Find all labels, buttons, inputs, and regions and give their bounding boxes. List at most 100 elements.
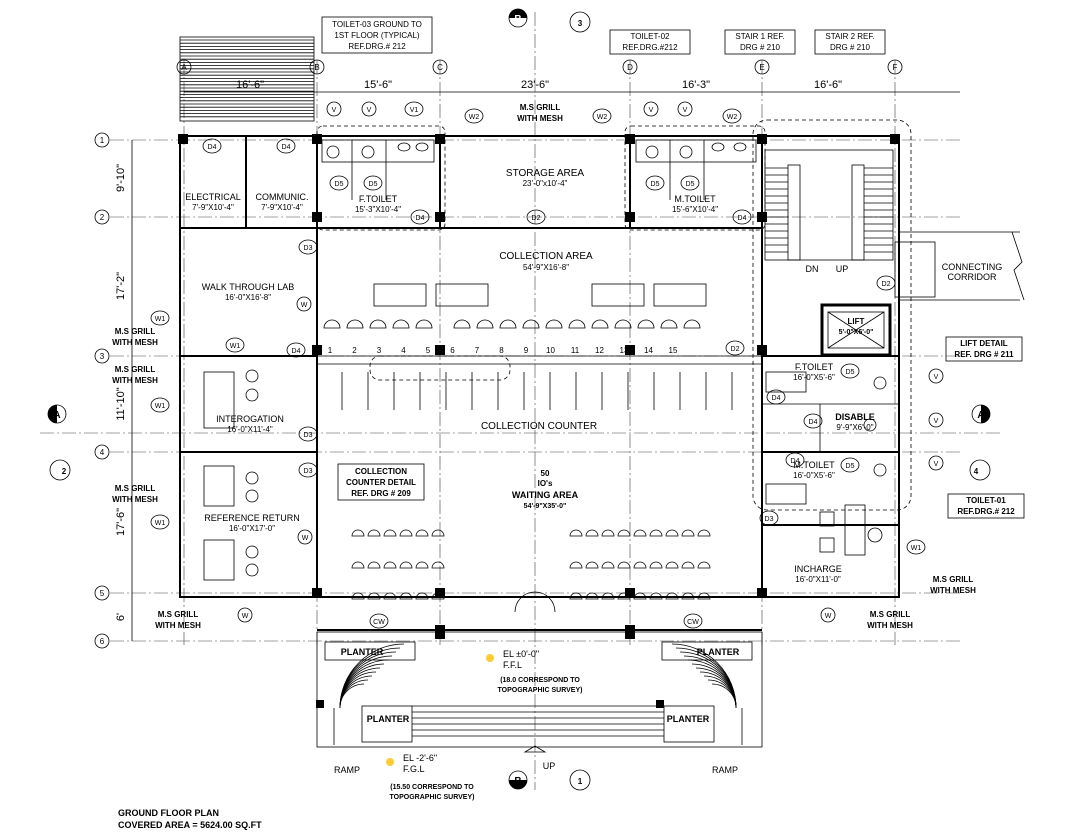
svg-text:M.S GRILL: M.S GRILL [115,327,156,336]
svg-text:D5: D5 [686,181,695,188]
waiting-seat [415,592,429,600]
svg-text:W2: W2 [469,114,480,121]
svg-text:D3: D3 [304,245,313,252]
tag-v: V [677,101,693,117]
ffl-note-2: TOPOGRAPHIC SURVEY) [498,687,583,694]
waiting-seat [633,529,647,537]
planter-label-right: PLANTER [697,647,740,657]
svg-text:WITH MESH: WITH MESH [112,338,158,347]
waiting-seat [649,561,663,569]
svg-text:M.S GRILL: M.S GRILL [158,610,199,619]
grid-lines [40,12,1000,790]
f-toilet-top-name: F.TOILET [359,194,398,204]
grid-bubble-3: 3 [94,348,110,364]
f-toilet-top-size: 15'-3"X10'-4" [355,205,401,214]
toilet02-callout-2: REF.DRG.#212 [622,43,678,52]
waiting-seat [697,529,711,537]
tag-w1: W1 [150,397,170,413]
toilet03-callout-1: TOILET-03 GROUND TO [332,20,422,29]
stair1-callout-2: DRG # 210 [740,43,781,52]
svg-text:3: 3 [578,19,583,28]
tag-w: W [297,529,313,545]
svg-text:M.S GRILL: M.S GRILL [520,103,561,112]
tag-d5: D5 [329,175,349,191]
svg-text:CW: CW [687,619,699,626]
svg-text:V: V [934,374,939,381]
svg-text:W1: W1 [155,316,166,323]
waiting-seat [367,561,381,569]
counter-number: 5 [426,346,431,355]
waiting-seat [569,561,583,569]
tag-d4: D4 [410,209,430,225]
counter-number: 1 [328,346,333,355]
waiting-seat [431,561,445,569]
stair1-callout-1: STAIR 1 REF. [735,32,784,41]
svg-text:W2: W2 [597,114,608,121]
tag-d4: D4 [766,389,786,405]
tag-w1: W1 [225,337,245,353]
grid-bubble-4: 4 [94,444,110,460]
svg-text:1: 1 [100,136,105,145]
waiting-seat [697,561,711,569]
waiting-seat [569,529,583,537]
svg-text:V: V [683,107,688,114]
collection-counter-name: COLLECTION COUNTER [481,421,597,432]
tag-v: V [928,368,944,384]
section-b-top-marker: B [508,8,528,28]
chair [346,319,364,329]
svg-text:B: B [514,776,521,787]
waiting-seats [351,529,711,600]
chair [499,319,517,329]
chair [453,319,471,329]
svg-text:B: B [314,63,319,72]
tag-d5: D5 [840,363,860,379]
grid-bubble-f: F [887,59,903,75]
chair [637,319,655,329]
counter-number: 13 [620,346,629,355]
chair [392,319,410,329]
dashed-outlines [316,119,912,511]
svg-text:3: 3 [100,352,105,361]
waiting-seat [351,561,365,569]
toilet01-callout-1: TOILET-01 [966,496,1006,505]
room-labels: ELECTRICAL 7'-9"X10'-4" COMMUNIC. 7'-9"X… [185,168,875,584]
waiting-seat [681,592,695,600]
svg-text:6': 6' [115,613,127,621]
level-markers: EL ±0'-0" F.F.L (18.0 CORRESPOND TO TOPO… [386,649,582,801]
tag-w2: W2 [464,108,484,124]
waiting-seat [617,529,631,537]
drawing-title: GROUND FLOOR PLAN [118,808,219,818]
chair [323,319,341,329]
tag-d3: D3 [759,510,779,526]
waiting-seat [585,592,599,600]
counter-number: 7 [475,346,480,355]
drawing-title-block: GROUND FLOOR PLAN COVERED AREA = 5624.00… [118,808,262,830]
ramp-arc [671,643,737,709]
chair [660,319,678,329]
collection-area-size: 54'-9"X16'-8" [523,263,569,272]
toilet-fixtures [321,139,887,505]
planter-label-lower-right: PLANTER [667,714,710,724]
tag-cw: CW [369,613,389,629]
tag-v: V [928,455,944,471]
counter-number: 4 [401,346,406,355]
tag-d4: D4 [732,209,752,225]
svg-text:D2: D2 [882,281,891,288]
counter-detail-callout-2: COUNTER DETAIL [346,478,416,487]
chair [591,319,609,329]
counter-partitions [341,372,733,410]
waiting-seat [617,592,631,600]
grid-bubble-6: 6 [94,633,110,649]
m-toilet-right-size: 16'-0"X5'-6" [793,471,835,480]
svg-text:2: 2 [62,467,67,476]
svg-text:WITH MESH: WITH MESH [155,621,201,630]
waiting-seat [585,561,599,569]
lift-detail-callout-2: REF. DRG # 211 [954,350,1014,359]
counter-number: 8 [499,346,504,355]
section-a-left-marker: A [47,404,67,424]
covered-area: COVERED AREA = 5624.00 SQ.FT [118,820,262,830]
waiting-seat [415,529,429,537]
counter-number: 3 [377,346,382,355]
tag-w1: W1 [906,539,926,555]
